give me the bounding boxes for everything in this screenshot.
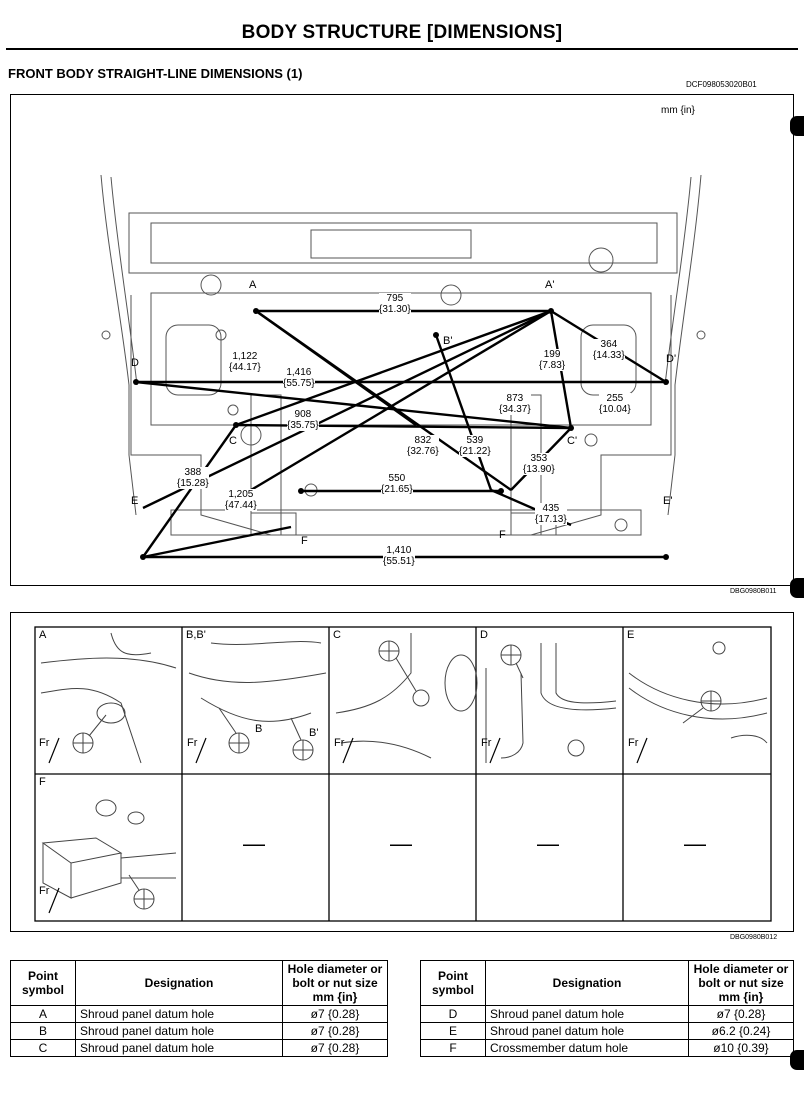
point-label-a: A	[249, 279, 257, 291]
point-label-d: D	[131, 357, 139, 369]
designation: Shroud panel datum hole	[75, 1039, 283, 1057]
point-label-d-prime: D'	[666, 353, 677, 365]
column-header: Designation	[485, 960, 689, 1006]
point-label-b-prime: B'	[443, 335, 453, 347]
units-label: mm {in}	[661, 105, 695, 116]
point-label-a-prime: A'	[545, 279, 555, 291]
point-symbol: C	[10, 1039, 76, 1057]
designation: Shroud panel datum hole	[485, 1005, 689, 1023]
dimension-label: 388{15.28}	[177, 467, 209, 489]
dimension-label: 1,410{55.51}	[383, 545, 415, 567]
hole-size: ø6.2 {0.24}	[688, 1022, 794, 1040]
table-row: D Shroud panel datum hole ø7 {0.28}	[420, 1005, 794, 1023]
title-rule	[6, 48, 798, 50]
figure-code: DBG0980B012	[730, 934, 778, 941]
document-code: DCF098053020B01	[686, 80, 757, 89]
designation: Crossmember datum hole	[485, 1039, 689, 1057]
dimension-label: 1,122{44.17}	[229, 351, 261, 373]
detail-label-a: A	[39, 629, 47, 641]
dimension-label: 353{13.90}	[523, 453, 555, 475]
dimension-label: 550{21.65}	[381, 473, 413, 495]
column-header: Designation	[75, 960, 283, 1006]
body-structure-drawing	[100, 174, 706, 560]
front-direction-label: Fr	[481, 737, 492, 749]
front-direction-label: Fr	[187, 737, 198, 749]
detail-label-e: E	[627, 629, 635, 641]
detail-label-f: F	[39, 776, 46, 788]
designation: Shroud panel datum hole	[485, 1022, 689, 1040]
point-symbol: A	[10, 1005, 76, 1023]
front-direction-label: Fr	[334, 737, 345, 749]
point-symbol: E	[420, 1022, 486, 1040]
dimension-label: 832{32.76}	[407, 435, 439, 457]
point-label-c: C	[229, 435, 237, 447]
page-title: BODY STRUCTURE [DIMENSIONS]	[241, 22, 563, 43]
table-row: E Shroud panel datum hole ø6.2 {0.24}	[420, 1022, 794, 1040]
point-label-e-prime: E'	[663, 495, 673, 507]
datum-table-right: Point symbol Designation Hole diameter o…	[420, 960, 794, 1057]
column-header: Hole diameter or bolt or nut size mm {in…	[282, 960, 388, 1006]
datum-table-left: Point symbol Designation Hole diameter o…	[10, 960, 388, 1057]
table-row: C Shroud panel datum hole ø7 {0.28}	[10, 1039, 388, 1057]
point-label-e: E	[131, 495, 139, 507]
hole-size: ø7 {0.28}	[282, 1005, 388, 1023]
figure-code: DBG0980B011	[730, 588, 777, 595]
point-symbol: B	[10, 1022, 76, 1040]
dimension-label: 795{31.30}	[379, 293, 411, 315]
dimension-label: 364{14.33}	[593, 339, 625, 361]
table-row: F Crossmember datum hole ø10 {0.39}	[420, 1039, 794, 1057]
point-label-c-prime: C'	[567, 435, 578, 447]
table-header-row: Point symbol Designation Hole diameter o…	[10, 960, 388, 1006]
detail-label-b: B,B'	[186, 629, 206, 641]
column-header: Point symbol	[420, 960, 486, 1006]
front-direction-label: Fr	[39, 737, 50, 749]
column-header: Hole diameter or bolt or nut size mm {in…	[688, 960, 794, 1006]
empty-cell-dash: —	[243, 831, 265, 856]
designation: Shroud panel datum hole	[75, 1022, 283, 1040]
hole-size: ø7 {0.28}	[282, 1039, 388, 1057]
designation: Shroud panel datum hole	[75, 1005, 283, 1023]
point-label-f-left: F	[301, 535, 308, 547]
dimension-label: 1,416{55.75}	[283, 367, 315, 389]
table-row: A Shroud panel datum hole ø7 {0.28}	[10, 1005, 388, 1023]
dimension-label: 435{17.13}	[535, 503, 567, 525]
point-label-f-right: F	[499, 529, 506, 541]
dimension-label: 539{21.22}	[459, 435, 491, 457]
dimension-label: 873{34.37}	[499, 393, 531, 415]
detail-label-c: C	[333, 629, 341, 641]
empty-cell-dash: —	[537, 831, 559, 856]
front-direction-label: Fr	[628, 737, 639, 749]
point-symbol: F	[420, 1039, 486, 1057]
section-title: FRONT BODY STRAIGHT-LINE DIMENSIONS (1)	[8, 66, 303, 81]
front-direction-label: Fr	[39, 885, 50, 897]
detail-label-d: D	[480, 629, 488, 641]
mark-b: B	[255, 723, 263, 735]
dimension-label: 908{35.75}	[287, 409, 319, 431]
margin-bullet	[790, 1050, 804, 1070]
hole-size: ø7 {0.28}	[688, 1005, 794, 1023]
table-header-row: Point symbol Designation Hole diameter o…	[420, 960, 794, 1006]
mark-b-prime: B'	[309, 727, 319, 739]
dimension-label: 1,205{47.44}	[225, 489, 257, 511]
dimension-label: 199{7.83}	[539, 349, 566, 371]
detail-grid-drawing	[34, 626, 772, 922]
hole-size: ø7 {0.28}	[282, 1022, 388, 1040]
dimension-diagram: mm {in} A A' B' D D' C C' E E' F F 795{3…	[10, 94, 794, 586]
dimension-label: 255{10.04}	[599, 393, 631, 415]
detail-views: A Fr B,B' Fr B B' C Fr D Fr E Fr F Fr — …	[10, 612, 794, 932]
point-symbol: D	[420, 1005, 486, 1023]
empty-cell-dash: —	[684, 831, 706, 856]
empty-cell-dash: —	[390, 831, 412, 856]
hole-size: ø10 {0.39}	[688, 1039, 794, 1057]
table-row: B Shroud panel datum hole ø7 {0.28}	[10, 1022, 388, 1040]
column-header: Point symbol	[10, 960, 76, 1006]
